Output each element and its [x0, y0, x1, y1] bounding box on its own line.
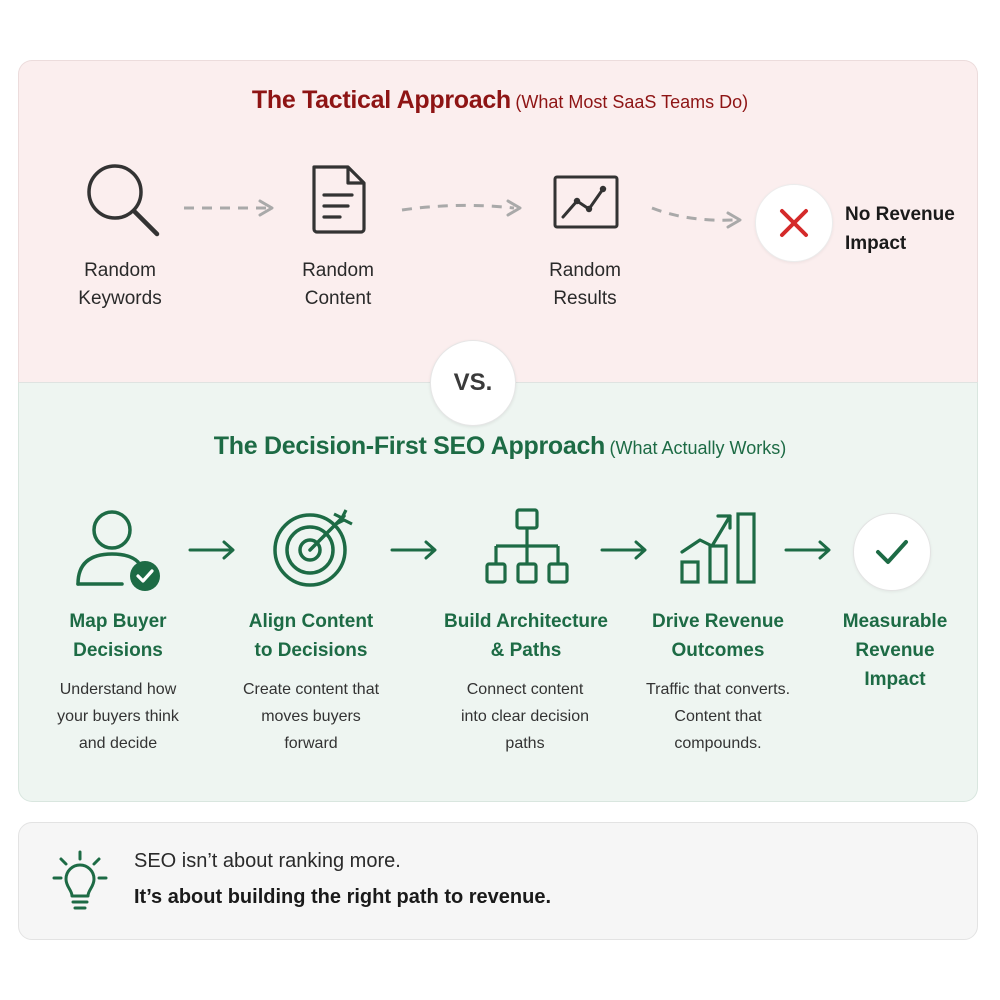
step-label-line: Keywords	[78, 288, 162, 309]
step-align-content: Align Content to Decisions	[216, 607, 406, 665]
arrow-3	[600, 540, 647, 560]
footer-panel	[18, 822, 978, 940]
outcome-line: Measurable	[842, 611, 948, 632]
user-check-icon	[76, 510, 160, 591]
step-title-line: Map Buyer	[69, 611, 167, 632]
desc-line: your buyers think	[57, 708, 179, 725]
dashed-arrow-2	[401, 199, 522, 217]
step-description: Understand how your buyers think and dec…	[23, 676, 213, 757]
desc-line: compounds.	[674, 735, 762, 752]
outcome-line: No Revenue	[845, 204, 955, 225]
desc-line: Connect content	[466, 681, 584, 698]
document-icon	[312, 165, 366, 234]
step-label-line: Random	[549, 260, 621, 281]
decision-first-heading: The Decision-First SEO Approach (What Ac…	[0, 432, 1000, 461]
desc-line: into clear decision	[460, 708, 590, 725]
desc-line: and decide	[78, 735, 158, 752]
step-description: Traffic that converts. Content that comp…	[623, 676, 813, 757]
dashed-arrow-3	[651, 206, 742, 229]
line-chart-icon	[553, 175, 619, 229]
no-revenue-impact-label: No Revenue Impact	[845, 200, 985, 258]
step-random-results: Random Results	[495, 257, 675, 313]
desc-line: Create content that	[242, 681, 380, 698]
step-build-architecture: Build Architecture & Paths	[428, 607, 624, 665]
step-title-line: & Paths	[490, 640, 562, 661]
hierarchy-icon	[485, 508, 569, 584]
desc-line: Traffic that converts.	[645, 681, 791, 698]
dashed-arrow-1	[184, 199, 274, 217]
search-icon	[87, 164, 160, 237]
decision-first-title: The Decision-First SEO Approach	[213, 432, 606, 460]
desc-line: moves buyers	[261, 708, 361, 725]
step-title-line: Drive Revenue	[651, 611, 784, 632]
step-description: Create content that moves buyers forward	[216, 676, 406, 757]
step-title-line: Decisions	[73, 640, 163, 661]
arrow-4	[784, 540, 831, 560]
tactical-title: The Tactical Approach	[251, 86, 511, 114]
step-label-line: Content	[304, 288, 372, 309]
tactical-subtitle: (What Most SaaS Teams Do)	[515, 92, 749, 112]
decision-first-subtitle: (What Actually Works)	[609, 438, 787, 458]
step-description: Connect content into clear decision path…	[430, 676, 620, 757]
step-label-line: Random	[302, 260, 374, 281]
measurable-revenue-impact-label: Measurable Revenue Impact	[800, 607, 990, 694]
desc-line: Understand how	[59, 681, 177, 698]
footer-statement: SEO isn’t about ranking more.	[134, 850, 401, 872]
outcome-line: Impact	[845, 233, 907, 254]
step-random-content: Random Content	[248, 257, 428, 313]
footer-emphasis: It’s about building the right path to re…	[134, 886, 552, 908]
step-label-line: Random	[84, 260, 156, 281]
arrow-1	[188, 540, 235, 560]
checkmark-icon	[876, 540, 908, 564]
x-mark-icon	[780, 209, 808, 237]
step-drive-revenue: Drive Revenue Outcomes	[623, 607, 813, 665]
growth-bars-icon	[680, 512, 756, 584]
outcome-line: Revenue	[855, 640, 935, 661]
step-random-keywords: Random Keywords	[30, 257, 210, 313]
step-title-line: Build Architecture	[444, 611, 608, 632]
step-title-line: to Decisions	[254, 640, 368, 661]
step-title-line: Align Content	[248, 611, 374, 632]
step-label-line: Results	[553, 288, 617, 309]
desc-line: forward	[284, 735, 338, 752]
vs-badge: VS.	[430, 340, 516, 426]
step-title-line: Outcomes	[671, 640, 765, 661]
desc-line: paths	[505, 735, 545, 752]
arrow-2	[390, 540, 437, 560]
step-map-buyer-decisions: Map Buyer Decisions	[23, 607, 213, 665]
tactical-heading: The Tactical Approach (What Most SaaS Te…	[0, 86, 1000, 115]
outcome-line: Impact	[864, 669, 926, 690]
x-mark-circle	[755, 184, 833, 262]
checkmark-circle	[853, 513, 931, 591]
decision-first-panel	[18, 382, 978, 802]
lightbulb-icon	[52, 850, 108, 910]
desc-line: Content that	[674, 708, 762, 725]
target-icon	[273, 509, 353, 587]
